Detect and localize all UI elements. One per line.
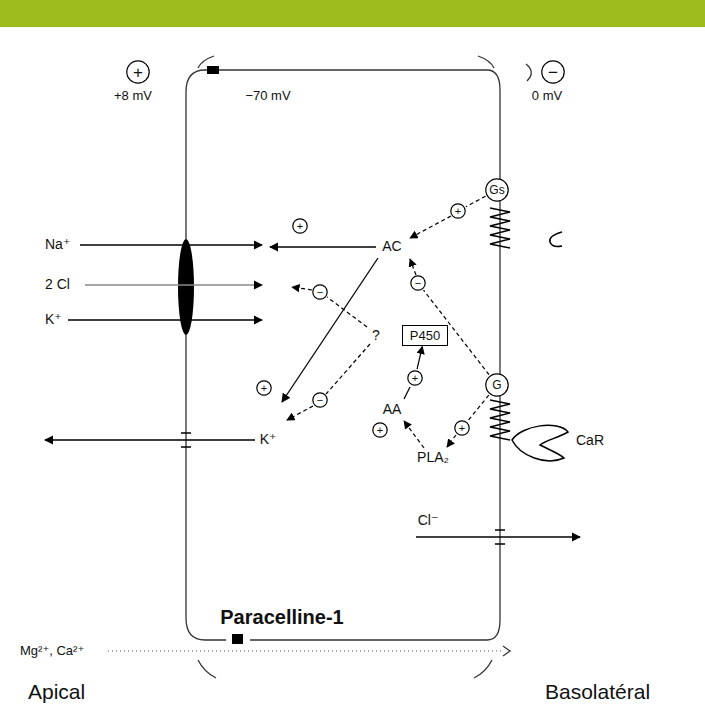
side-label: Apical	[28, 680, 85, 703]
circle-outline	[373, 423, 387, 437]
apical-membrane	[186, 70, 226, 640]
paracellin-junction	[232, 634, 243, 644]
potential-label: 0 mV	[532, 89, 562, 103]
ion-label: K⁺	[260, 432, 277, 447]
g-protein: Gs	[485, 178, 509, 202]
circle-outline	[293, 219, 307, 233]
ion-label: Mg²⁺, Ca²⁺	[20, 644, 84, 658]
sign-text: −	[317, 395, 323, 406]
circle-outline	[313, 285, 327, 299]
stimulation-sign: +	[292, 218, 308, 234]
enzyme-label: AC	[382, 239, 401, 254]
inhibition-sign: −	[312, 284, 328, 300]
unknown-metabolite: ?	[372, 328, 380, 343]
header-bar	[0, 0, 705, 27]
inhibition-sign: −	[410, 275, 426, 291]
neighbour-cell-edge	[474, 660, 492, 678]
apical-charge: +	[126, 60, 150, 84]
pla2-to-aa-arrow	[404, 421, 424, 448]
signal-connector	[468, 395, 489, 421]
enzyme-box: P450	[402, 325, 448, 346]
ion-label: K⁺	[45, 312, 62, 327]
circle-outline	[451, 204, 465, 218]
neighbour-cell-edge	[526, 64, 531, 81]
sign-text: +	[297, 221, 303, 232]
sign-text: +	[261, 383, 267, 394]
cl-channel	[495, 530, 505, 544]
g-protein: G	[485, 373, 509, 397]
stimulation-sign: +	[256, 380, 272, 396]
circle-outline	[257, 381, 271, 395]
metabolite-to-k-arrow	[287, 406, 313, 420]
car-receptor	[490, 400, 510, 440]
stimulation-sign: +	[450, 203, 466, 219]
ion-label: 2 Cl	[45, 277, 70, 292]
node-text: P450	[410, 329, 440, 342]
hormone-ligand	[550, 232, 562, 247]
circle-outline	[455, 421, 469, 435]
neighbour-cell-edge	[478, 56, 494, 68]
protein-label: Paracelline-1	[220, 606, 343, 628]
k-flux-arrow	[68, 319, 262, 320]
metabolite-to-cotransporter-arrow	[292, 287, 312, 290]
sign-text: Gs	[489, 184, 504, 196]
sign-text: +	[459, 423, 465, 434]
car-extracellular-domain	[512, 425, 568, 461]
signal-connector	[466, 196, 486, 207]
metabolite-label: AA	[383, 402, 402, 417]
sign-text: +	[412, 373, 418, 384]
circle-outline	[486, 179, 508, 201]
aa-to-p450-line	[404, 387, 410, 399]
ac-to-k-channel-arrow	[282, 258, 378, 402]
ion-label: Cl⁻	[418, 513, 439, 528]
sign-text: −	[317, 287, 323, 298]
circle-outline	[486, 374, 508, 396]
cl-flux-arrow	[85, 284, 262, 285]
potential-label: +8 mV	[114, 89, 152, 103]
side-label: Basolatéral	[545, 680, 650, 703]
circle-outline	[411, 276, 425, 290]
enzyme-label: PLA₂	[417, 450, 449, 465]
na-flux-arrow	[80, 244, 262, 245]
sign-text: −	[548, 64, 558, 81]
romk-channel	[181, 433, 191, 447]
g-to-ac-arrow	[410, 259, 416, 275]
g-to-pla2-arrow	[447, 435, 456, 447]
metabolite-to-k-line	[326, 344, 370, 394]
sign-text: +	[455, 206, 461, 217]
receptor-label: CaR	[576, 433, 604, 448]
stimulation-sign: +	[407, 370, 423, 386]
ion-label: Na⁺	[45, 237, 70, 252]
paracellular-arrowhead	[503, 646, 510, 656]
stimulation-sign: +	[454, 420, 470, 436]
cl-exit-arrow	[416, 536, 580, 537]
basolateral-charge: −	[541, 60, 565, 84]
tight-junction	[207, 66, 219, 74]
gs-to-ac-arrow	[410, 216, 451, 238]
inhibition-sign: −	[312, 392, 328, 408]
sign-text: +	[377, 425, 383, 436]
circle-outline	[127, 61, 149, 83]
potential-label: −70 mV	[245, 89, 290, 103]
ac-to-cotransporter-arrow	[270, 246, 376, 247]
paracellular-path	[108, 650, 503, 651]
sign-text: −	[415, 278, 421, 289]
signal-connector	[417, 347, 422, 370]
metabolite-to-cotransporter-line	[327, 297, 367, 327]
neighbour-cell-edge	[198, 660, 216, 678]
basolateral-membrane	[250, 70, 500, 640]
apical-top-membrane	[205, 69, 487, 70]
circle-outline	[313, 393, 327, 407]
stimulation-sign: +	[372, 422, 388, 438]
sign-text: G	[492, 379, 501, 391]
circle-outline	[408, 371, 422, 385]
k-secretion-arrow	[45, 439, 255, 440]
hormone-receptor	[490, 208, 510, 248]
sign-text: +	[133, 64, 143, 81]
circle-outline	[542, 61, 564, 83]
